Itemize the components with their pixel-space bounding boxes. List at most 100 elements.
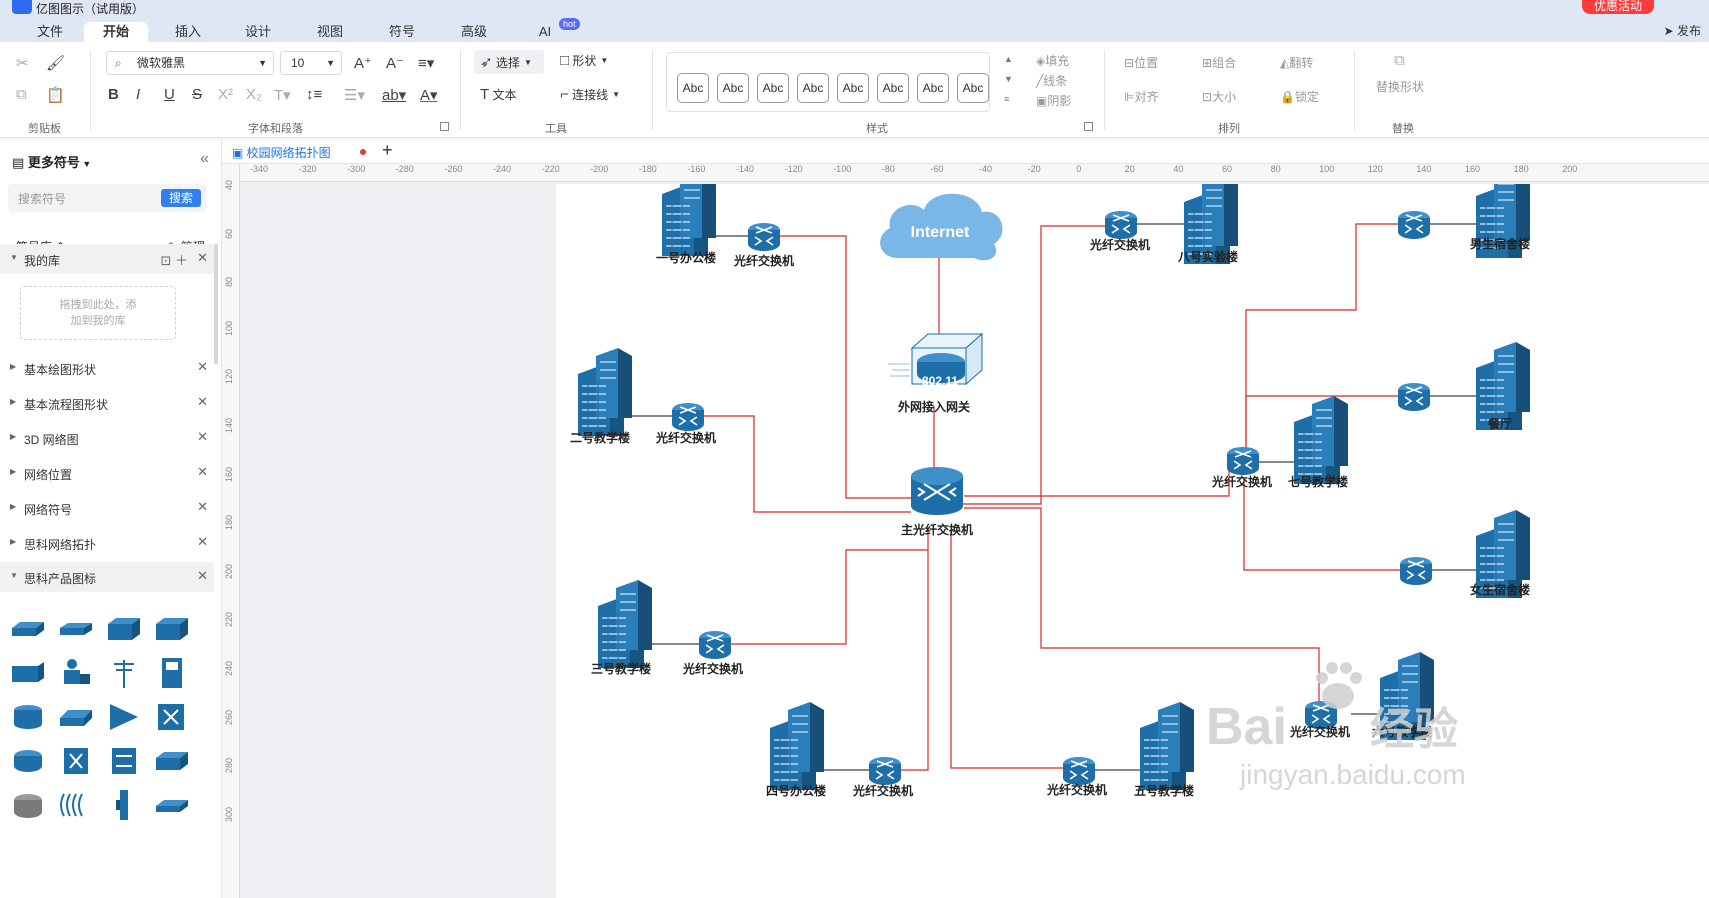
tab-file[interactable]: 文件: [36, 24, 63, 39]
close-icon[interactable]: ✕: [197, 464, 208, 479]
gallery-expand-icon[interactable]: ≡: [1004, 94, 1010, 104]
cisco-director-symbol-icon[interactable]: [106, 700, 142, 734]
cisco-access-point-symbol-icon[interactable]: [154, 788, 190, 822]
fiber-switch-icon[interactable]: [698, 630, 732, 660]
close-icon[interactable]: ✕: [197, 429, 208, 444]
cisco-voice-router-symbol-icon[interactable]: [10, 788, 46, 822]
fill-button[interactable]: ◈ 填充: [1036, 52, 1069, 69]
gallery-scroll-up-icon[interactable]: ▲: [1004, 54, 1013, 64]
fiber-switch-icon[interactable]: [1062, 756, 1096, 786]
gallery-scroll-down-icon[interactable]: ▼: [1004, 74, 1013, 84]
font-size-select[interactable]: 10 ▼: [280, 51, 342, 75]
style-preset[interactable]: Abc: [877, 73, 909, 103]
bullet-list-icon[interactable]: ☰▾: [344, 87, 365, 104]
fiber-switch-icon[interactable]: [671, 402, 705, 432]
text-highlight-icon[interactable]: ab▾: [382, 87, 407, 104]
close-icon[interactable]: ✕: [197, 250, 208, 265]
cisco-phone-symbol-icon[interactable]: [58, 700, 94, 734]
align-button[interactable]: ⊫ 对齐: [1124, 88, 1158, 105]
underline-icon[interactable]: U: [164, 86, 175, 103]
fiber-switch-icon[interactable]: [747, 222, 781, 252]
close-icon[interactable]: ✕: [197, 394, 208, 409]
text-case-icon[interactable]: T▾: [274, 87, 291, 104]
shape-tool-button[interactable]: □ 形状▼: [560, 52, 608, 69]
connector-tool-button[interactable]: ⌐ 连接线▼: [560, 86, 620, 103]
building-icon[interactable]: [769, 701, 825, 791]
styles-dialog-launcher-icon[interactable]: [1084, 122, 1093, 131]
symbol-search-input[interactable]: 搜索符号 搜索: [8, 184, 207, 212]
cisco-layer3-switch-symbol-icon[interactable]: [58, 744, 94, 778]
category-3d-network[interactable]: ▶3D 网络图✕: [0, 423, 214, 453]
tab-ai[interactable]: AI: [538, 24, 552, 39]
cisco-hub-symbol-icon[interactable]: [58, 612, 94, 646]
cisco-antenna-symbol-icon[interactable]: [106, 656, 142, 690]
fiber-switch-icon[interactable]: [1226, 446, 1260, 476]
tab-insert[interactable]: 插入: [174, 24, 201, 39]
cisco-adm-symbol-icon[interactable]: [10, 656, 46, 690]
promo-button[interactable]: 优惠活动: [1581, 0, 1654, 14]
copy-icon[interactable]: ⧉: [16, 86, 27, 103]
size-button[interactable]: ⊡ 大小: [1202, 88, 1236, 105]
category-cisco-products[interactable]: ▼思科产品图标✕: [0, 562, 214, 592]
lock-button[interactable]: 🔒 锁定: [1280, 88, 1319, 105]
style-preset[interactable]: Abc: [837, 73, 869, 103]
text-tool-button[interactable]: T 文本: [480, 86, 517, 103]
line-button[interactable]: ╱ 线条: [1036, 72, 1067, 89]
paste-icon[interactable]: 📋: [46, 87, 65, 104]
font-family-select[interactable]: ⌕ 微软雅黑 ▼: [106, 51, 274, 75]
flip-button[interactable]: ◭ 翻转: [1280, 54, 1313, 71]
panel-scrollbar[interactable]: [214, 244, 218, 364]
style-preset[interactable]: Abc: [757, 73, 789, 103]
close-icon[interactable]: ✕: [197, 359, 208, 374]
group-button[interactable]: ⊞ 组合: [1202, 54, 1236, 71]
decrease-font-icon[interactable]: A⁻: [386, 55, 404, 72]
fiber-switch-icon[interactable]: [1397, 382, 1431, 412]
superscript-icon[interactable]: X²: [218, 86, 233, 103]
category-flowchart[interactable]: ▶基本流程图形状✕: [0, 388, 214, 418]
close-icon[interactable]: ✕: [197, 534, 208, 549]
style-preset[interactable]: Abc: [957, 73, 989, 103]
strikethrough-icon[interactable]: S: [192, 86, 203, 103]
cisco-switch-symbol-icon[interactable]: [10, 612, 46, 646]
replace-shape-icon[interactable]: ⧉: [1394, 52, 1405, 69]
position-button[interactable]: ⊟ 位置: [1124, 54, 1158, 71]
tab-design[interactable]: 设计: [244, 24, 271, 39]
cisco-wireless-symbol-icon[interactable]: [58, 788, 94, 822]
cisco-speaker-symbol-icon[interactable]: [106, 788, 142, 822]
building-icon[interactable]: [597, 579, 653, 669]
my-library-drop-zone[interactable]: 拖拽到此处，添 加到我的库: [20, 286, 176, 340]
fiber-switch-icon[interactable]: [1104, 210, 1138, 240]
cisco-atm-switch-symbol-icon[interactable]: [154, 700, 190, 734]
search-button[interactable]: 搜索: [161, 189, 201, 207]
close-icon[interactable]: ✕: [197, 568, 208, 583]
fiber-switch-icon[interactable]: [1397, 210, 1431, 240]
cisco-multilayer-switch-symbol-icon[interactable]: [106, 744, 142, 778]
fiber-switch-icon[interactable]: [868, 756, 902, 786]
publish-button[interactable]: ➤ 发布: [1664, 22, 1701, 39]
tab-symbol[interactable]: 符号: [388, 24, 415, 39]
category-network-locations[interactable]: ▶网络位置✕: [0, 458, 214, 488]
bold-icon[interactable]: B: [108, 86, 119, 103]
replace-shape-button[interactable]: 替换形状: [1376, 80, 1425, 94]
cisco-server-symbol-icon[interactable]: [154, 656, 190, 690]
format-painter-icon[interactable]: 🖌: [46, 55, 66, 72]
category-network-symbols[interactable]: ▶网络符号✕: [0, 493, 214, 523]
import-icon[interactable]: ⊡ ＋: [160, 253, 188, 268]
tab-view[interactable]: 视图: [316, 24, 343, 39]
gateway-router-icon[interactable]: [888, 332, 984, 386]
style-preset[interactable]: Abc: [797, 73, 829, 103]
my-library-row[interactable]: ▼ 我的库 ⊡ ＋ ✕: [0, 244, 214, 274]
increase-font-icon[interactable]: A⁺: [354, 55, 372, 72]
select-tool-button[interactable]: ➶ 选择▼: [474, 50, 544, 74]
building-icon[interactable]: [1139, 701, 1195, 791]
cut-icon[interactable]: ✂: [16, 55, 29, 72]
align-icon[interactable]: ≡▾: [418, 55, 435, 72]
fiber-switch-icon[interactable]: [1399, 556, 1433, 586]
style-preset[interactable]: Abc: [917, 73, 949, 103]
category-basic-shapes[interactable]: ▶基本绘图形状✕: [0, 353, 214, 383]
drawing-page[interactable]: Internet 802.11 外网接入网关 主光纤交换机: [556, 184, 1709, 898]
style-preset[interactable]: Abc: [677, 73, 709, 103]
style-preset[interactable]: Abc: [717, 73, 749, 103]
tab-advanced[interactable]: 高级: [460, 24, 487, 39]
building-icon[interactable]: [577, 347, 633, 437]
